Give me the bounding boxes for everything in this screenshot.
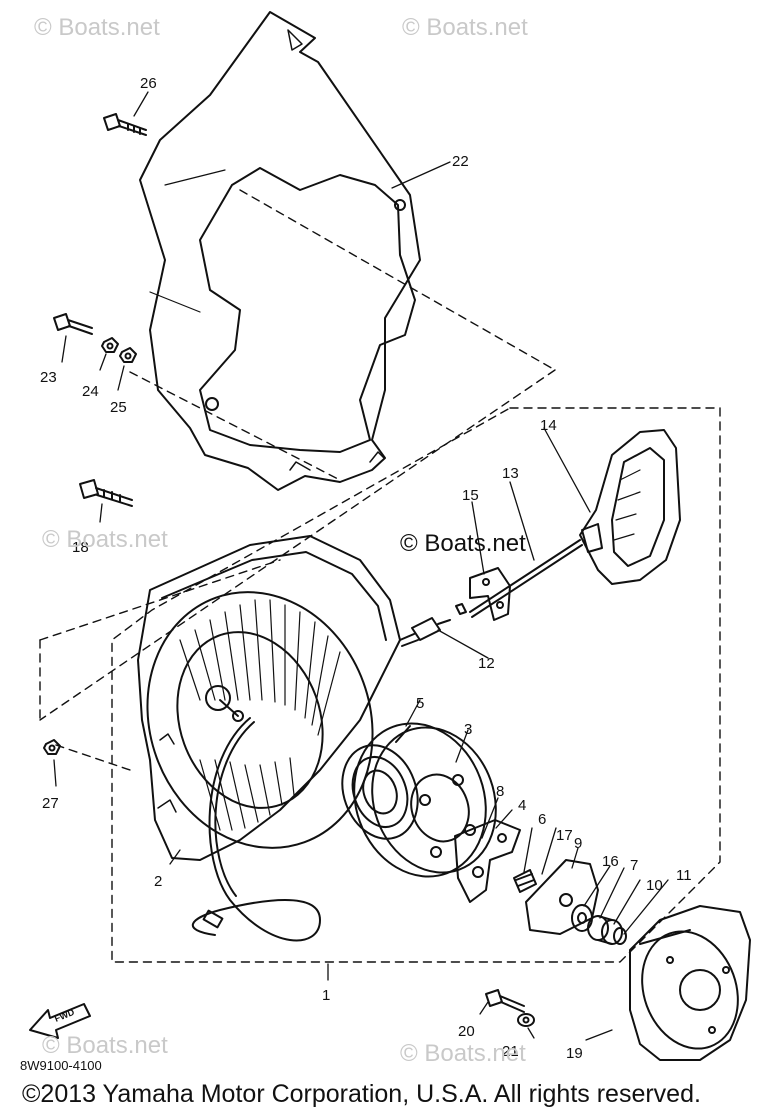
part-label-2: 2 [154,873,162,890]
part-label-3: 3 [464,721,472,738]
watermark: © Boats.net [34,14,160,41]
part-label-16: 16 [602,853,619,870]
bolt-18 [79,479,133,507]
pulley-3 [353,722,497,878]
watermark: © Boats.net [400,530,526,557]
part-label-10: 10 [646,877,663,894]
bolt-20 [485,989,525,1013]
part-label-11: 11 [676,867,692,884]
pin-12 [399,617,451,647]
watermark: © Boats.net [400,1040,526,1067]
ratchet-4 [454,819,521,903]
part-label-6: 6 [538,811,546,828]
fwd-arrow-icon [29,1003,91,1039]
part-label-5: 5 [416,695,424,712]
watermark: © Boats.net [402,14,528,41]
watermark: © Boats.net [42,1032,168,1059]
part-label-7: 7 [630,857,638,874]
part-label-25: 25 [110,399,127,416]
part-label-26: 26 [140,75,157,92]
part-label-12: 12 [478,655,495,672]
washer-21 [517,1013,535,1027]
starter-handle-14 [579,429,681,585]
leader-lines [53,91,669,1041]
starter-rope [192,717,321,942]
plate-9 [525,859,599,935]
part-label-23: 23 [40,369,57,386]
fwd-label: FWD [53,1007,76,1024]
nut-27 [43,739,61,755]
watermark: © Boats.net [42,526,168,553]
bracket-15 [455,567,511,621]
part-label-27: 27 [42,795,59,812]
part-label-24: 24 [82,383,99,400]
part-label-13: 13 [502,465,519,482]
part-label-21: 21 [502,1043,519,1060]
part-label-17: 17 [556,827,573,844]
spring-6 [513,869,537,893]
cover-19 [629,905,751,1061]
part-label-20: 20 [458,1023,475,1040]
part-label-9: 9 [574,835,582,852]
part-labels: 1234567891011121314151617181920212223242… [40,75,692,1062]
part-label-18: 18 [72,539,89,556]
shroud-cover-22 [139,11,421,491]
washer-24 [101,337,119,353]
part-label-22: 22 [452,153,469,170]
part-label-1: 1 [322,987,330,1004]
starter-case-2 [137,535,401,861]
part-label-19: 19 [566,1045,583,1062]
nut-10 [613,927,627,945]
alignment-lines [39,189,721,963]
part-label-4: 4 [518,797,526,814]
diagram-code: 8W9100-4100 [20,1058,102,1073]
nut-25 [119,347,137,363]
bolt-23 [53,313,93,335]
copyright-notice: ©2013 Yamaha Motor Corporation, U.S.A. A… [22,1080,701,1108]
part-label-15: 15 [462,487,479,504]
cable-13 [469,539,583,618]
bolt-26 [103,113,147,136]
part-label-8: 8 [496,783,504,800]
part-label-14: 14 [540,417,557,434]
